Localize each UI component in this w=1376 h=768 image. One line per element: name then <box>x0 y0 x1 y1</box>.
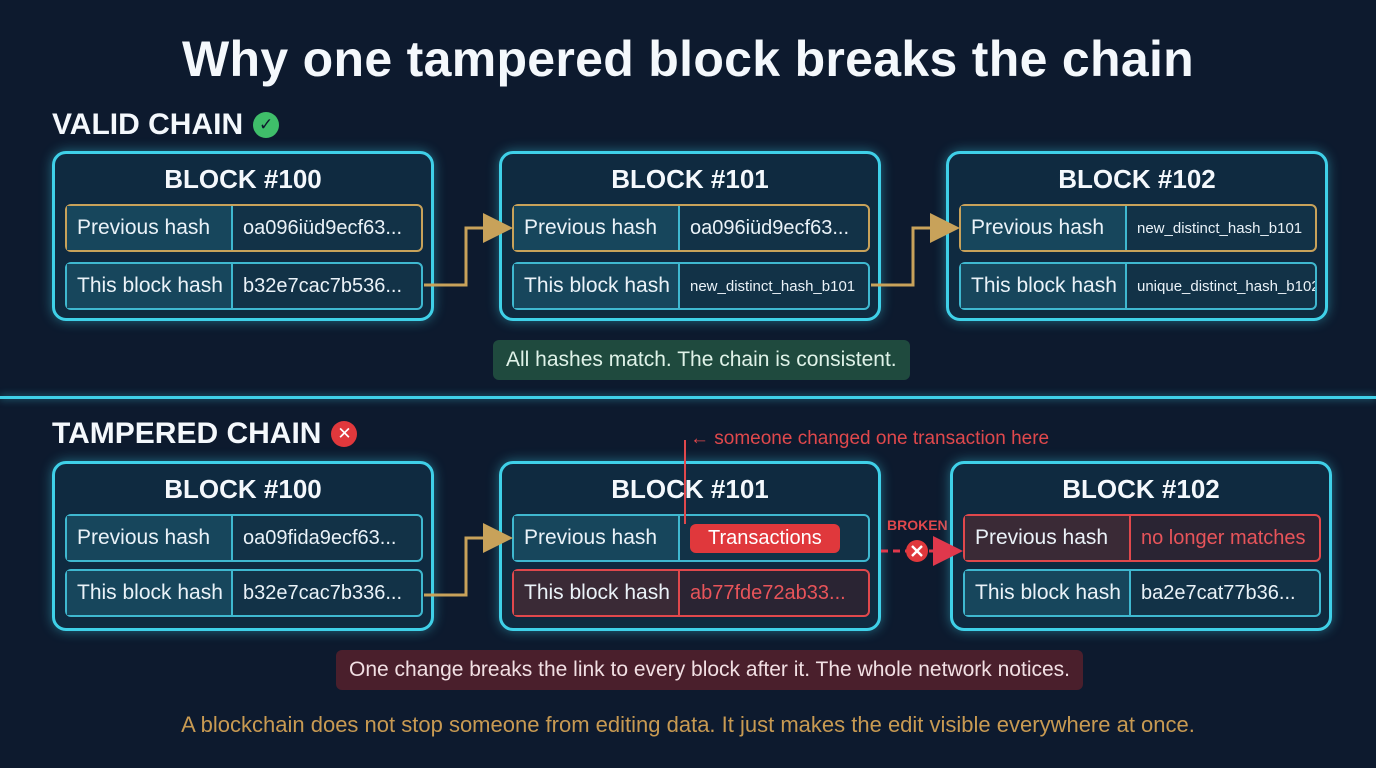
valid-block-101: BLOCK #101 Previous hash oa096iüd9ecf63.… <box>499 151 881 321</box>
this-hash-label: This block hash <box>965 571 1131 615</box>
block-title: BLOCK #100 <box>164 164 322 194</box>
this-hash-row: This block hash ba2e7cat77b36... <box>963 569 1321 617</box>
this-hash-label: This block hash <box>961 264 1127 308</box>
previous-hash-label: Previous hash <box>961 206 1127 250</box>
this-hash-label: This block hash <box>514 571 680 615</box>
tampered-block-100: BLOCK #100 Previous hash oa09fida9ecf63.… <box>52 461 434 631</box>
previous-hash-label: Previous hash <box>67 206 233 250</box>
broken-icon <box>906 540 928 562</box>
tampered-chain-heading: TAMPERED CHAIN ✕ <box>52 417 358 451</box>
previous-hash-label: Previous hash <box>514 206 680 250</box>
this-hash-value: b32e7cac7b336... <box>243 581 403 604</box>
previous-hash-label: Previous hash <box>67 516 233 560</box>
check-icon: ✓ <box>253 112 280 138</box>
this-hash-label: This block hash <box>67 264 233 308</box>
cross-icon: ✕ <box>331 421 358 447</box>
previous-hash-value: oa096iüd9ecf63... <box>243 216 403 239</box>
valid-chain-note: All hashes match. The chain is consisten… <box>493 340 910 380</box>
broken-label: BROKEN <box>887 517 948 533</box>
block-title: BLOCK #101 <box>611 164 769 194</box>
valid-chain-label: VALID CHAIN <box>52 108 244 141</box>
page-title: Why one tampered block breaks the chain <box>182 31 1194 87</box>
block-title: BLOCK #102 <box>1062 474 1220 504</box>
this-hash-row: This block hash new_distinct_hash_b101 <box>512 262 870 310</box>
footer-caption: A blockchain does not stop someone from … <box>181 712 1195 737</box>
this-hash-value: b32e7cac7b536... <box>243 274 403 297</box>
block-title: BLOCK #100 <box>164 474 322 504</box>
this-hash-label: This block hash <box>514 264 680 308</box>
tampered-block-102: BLOCK #102 Previous hash no longer match… <box>950 461 1332 631</box>
this-hash-row: This block hash ab77fde72ab33... <box>512 569 870 617</box>
previous-hash-value: no longer matches <box>1141 526 1306 549</box>
valid-block-100: BLOCK #100 Previous hash oa096iüd9ecf63.… <box>52 151 434 321</box>
previous-hash-value: new_distinct_hash_b101 <box>1137 219 1303 237</box>
tampered-block-101: BLOCK #101 Previous hash Transactions Th… <box>499 461 881 631</box>
previous-hash-row: Previous hash oa096iüd9ecf63... <box>512 204 870 252</box>
block-title: BLOCK #101 <box>611 474 769 504</box>
previous-hash-label: Previous hash <box>965 516 1131 560</box>
tampered-chain-label: TAMPERED CHAIN <box>52 417 322 450</box>
this-hash-value: ba2e7cat77b36... <box>1141 581 1296 604</box>
valid-block-102: BLOCK #102 Previous hash new_distinct_ha… <box>946 151 1328 321</box>
tampered-chain-note: One change breaks the link to every bloc… <box>336 650 1083 690</box>
previous-hash-value: oa096iüd9ecf63... <box>690 216 850 239</box>
block-title: BLOCK #102 <box>1058 164 1216 194</box>
this-hash-row: This block hash unique_distinct_hash_b10… <box>959 262 1317 310</box>
valid-chain-heading: VALID CHAIN ✓ <box>52 108 280 142</box>
section-divider <box>0 396 1376 399</box>
previous-hash-row: Previous hash oa096iüd9ecf63... <box>65 204 423 252</box>
link-arrow-100-101-tampered <box>424 523 513 597</box>
this-hash-row: This block hash b32e7cac7b536... <box>65 262 423 310</box>
this-hash-label: This block hash <box>67 571 233 615</box>
previous-hash-row: Previous hash oa09fida9ecf63... <box>65 514 423 562</box>
transactions-badge: Transactions <box>690 523 840 553</box>
this-hash-value: ab77fde72ab33... <box>690 581 846 604</box>
previous-hash-row: Previous hash Transactions <box>512 514 870 562</box>
this-hash-row: This block hash b32e7cac7b336... <box>65 569 423 617</box>
previous-hash-value: oa09fida9ecf63... <box>243 526 397 549</box>
this-hash-value: unique_distinct_hash_b102 <box>1137 277 1315 295</box>
link-arrow-100-101 <box>424 213 513 287</box>
tamper-annotation: ← someone changed one transaction here <box>690 428 1050 449</box>
link-arrow-101-102 <box>871 213 960 287</box>
previous-hash-label: Previous hash <box>514 516 680 560</box>
this-hash-value: new_distinct_hash_b101 <box>690 277 856 295</box>
previous-hash-row: Previous hash new_distinct_hash_b101 <box>959 204 1317 252</box>
previous-hash-value-cell: Transactions <box>680 516 868 560</box>
previous-hash-row: Previous hash no longer matches <box>963 514 1321 562</box>
